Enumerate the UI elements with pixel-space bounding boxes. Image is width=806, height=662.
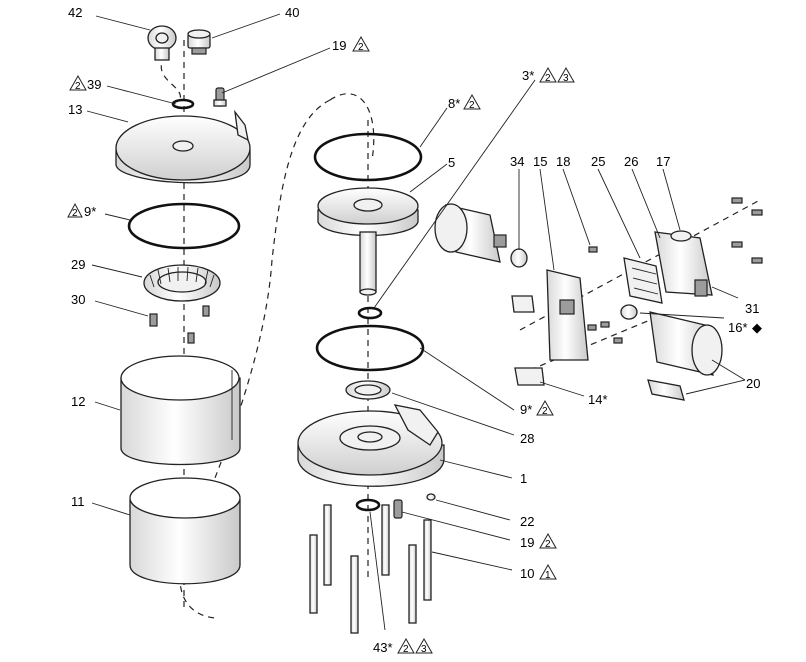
callout-31: 31	[745, 301, 759, 316]
warning-triangle-2-19-bottom: 2	[539, 532, 557, 550]
lifting-eye-42	[147, 25, 177, 61]
motor-base-1	[297, 404, 445, 487]
warning-triangle-3-43: 3	[415, 637, 433, 655]
callout-8: 8*	[448, 96, 460, 111]
callout-28: 28	[520, 431, 534, 446]
svg-text:2: 2	[545, 539, 551, 550]
callout-12: 12	[71, 394, 85, 409]
grease-fitting-19-bottom	[393, 499, 403, 519]
callout-30: 30	[71, 292, 85, 307]
fitting-34	[510, 248, 528, 268]
svg-text:2: 2	[358, 42, 364, 53]
gasket-14	[511, 295, 545, 386]
warning-triangle-3-3: 3	[557, 66, 575, 84]
callout-42: 42	[68, 5, 82, 20]
callout-10: 10	[520, 566, 534, 581]
warning-triangle-2-9-lower: 2	[536, 399, 554, 417]
callout-17: 17	[656, 154, 670, 169]
bolt-link-dashed-curve	[179, 93, 375, 619]
spring-retainer-29	[143, 264, 221, 302]
warning-triangle-2-8: 2	[463, 93, 481, 111]
bearing-28	[345, 380, 391, 400]
warning-triangle-2-9-upper: 2	[67, 202, 83, 219]
callout-34: 34	[510, 154, 524, 169]
valve-plate-15	[546, 269, 589, 361]
motor-cover-13	[115, 109, 251, 184]
callout-43: 43*	[373, 640, 393, 655]
svg-text:2: 2	[469, 100, 475, 111]
muffler-element-20	[647, 379, 685, 401]
sleeve-12	[120, 355, 241, 466]
svg-text:2: 2	[403, 644, 409, 655]
packing-43	[355, 498, 381, 512]
seal-16	[620, 304, 638, 320]
u-cup-3	[357, 306, 383, 320]
diamond-symbol: ◆	[752, 320, 762, 335]
callout-3: 3*	[522, 68, 534, 83]
callout-5: 5	[448, 155, 455, 170]
piston-5	[317, 187, 419, 296]
callout-11: 11	[71, 494, 85, 509]
screws-30	[149, 305, 210, 344]
grease-fitting-19-top	[213, 87, 227, 107]
tie-rods-10	[309, 504, 432, 634]
o-ring-39	[171, 98, 195, 110]
callout-14: 14*	[588, 392, 608, 407]
callout-20: 20	[746, 376, 760, 391]
screws-18	[588, 246, 610, 328]
callout-1: 1	[520, 471, 527, 486]
warning-triangle-2-3: 2	[539, 66, 557, 84]
callout-18: 18	[556, 154, 570, 169]
plug-40	[187, 29, 211, 55]
muffler-20-lower	[649, 311, 723, 376]
svg-text:3: 3	[563, 73, 569, 84]
manifold-17	[654, 230, 713, 297]
warning-triangle-2-43: 2	[397, 637, 415, 655]
callout-39: 39	[87, 77, 101, 92]
muffler-20-upper	[434, 203, 507, 263]
callout-40: 40	[285, 5, 299, 20]
svg-text:1: 1	[545, 570, 551, 581]
callout-19-top: 19	[332, 38, 346, 53]
callout-22: 22	[520, 514, 534, 529]
svg-text:2: 2	[545, 73, 551, 84]
callout-16: 16*	[728, 320, 748, 335]
warning-triangle-2-39: 2	[69, 74, 87, 92]
callout-9-lower: 9*	[520, 402, 532, 417]
warning-triangle-2-19-top: 2	[352, 35, 370, 53]
sleeve-11	[129, 477, 241, 585]
leader-lines	[86, 13, 746, 631]
callout-13: 13	[68, 102, 82, 117]
o-ring-9-upper	[127, 202, 241, 250]
callout-15: 15	[533, 154, 547, 169]
svg-text:3: 3	[421, 644, 427, 655]
washer-22	[426, 493, 436, 501]
o-ring-9-lower	[315, 324, 425, 372]
svg-text:2: 2	[75, 81, 81, 92]
callout-25: 25	[591, 154, 605, 169]
o-ring-8	[313, 132, 423, 182]
callout-29: 29	[71, 257, 85, 272]
bolts-31	[587, 197, 763, 344]
callout-19-bottom: 19	[520, 535, 534, 550]
svg-text:2: 2	[72, 208, 78, 219]
eyebolt-dashed-link	[160, 54, 181, 101]
callout-26: 26	[624, 154, 638, 169]
svg-text:2: 2	[542, 406, 548, 417]
warning-triangle-1-10: 1	[539, 563, 557, 581]
gasket-25	[623, 257, 663, 304]
callout-9-upper: 9*	[84, 204, 96, 219]
